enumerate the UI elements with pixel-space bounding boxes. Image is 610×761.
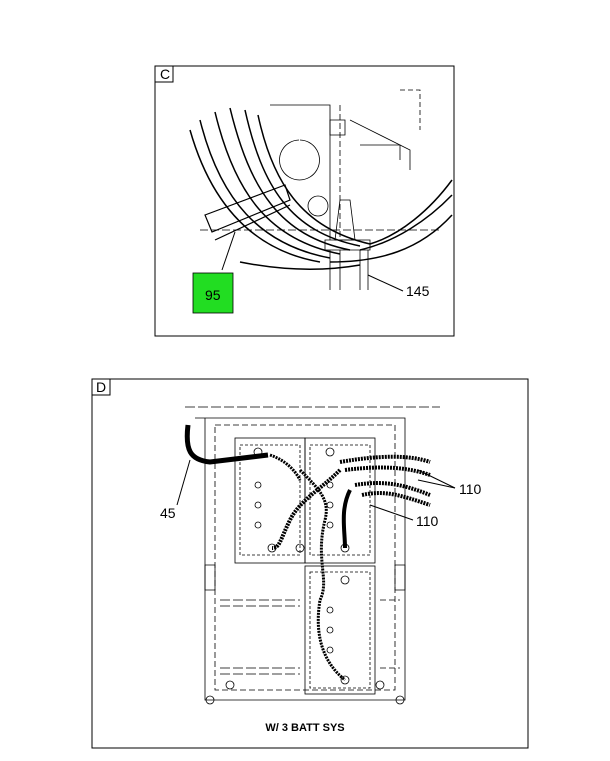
leader-line-145	[367, 274, 404, 292]
callout-110-lower: 110	[416, 513, 439, 529]
leader-line-110-b	[417, 479, 456, 489]
panel-c-letter: C	[160, 66, 170, 82]
panel-d-caption: W/ 3 BATT SYS	[265, 722, 344, 734]
panel-c-frame	[154, 65, 455, 337]
leader-line-110-a	[417, 469, 456, 489]
callout-45: 45	[160, 505, 176, 521]
panel-d-drawing	[184, 406, 440, 705]
callout-145: 145	[406, 283, 430, 299]
leader-line-45	[176, 459, 191, 506]
panel-d-letter: D	[96, 379, 106, 395]
callout-110-upper: 110	[459, 481, 482, 497]
callout-95-highlight	[192, 272, 234, 314]
panel-d-frame	[91, 378, 529, 749]
leader-line-95	[221, 231, 236, 271]
panel-d: D	[91, 378, 529, 749]
panel-d-letter-box	[91, 378, 111, 396]
panel-c-letter-box	[154, 65, 174, 83]
callout-95: 95	[205, 287, 221, 303]
leader-line-110-c	[369, 504, 414, 521]
panel-c-drawing	[189, 89, 453, 290]
panel-c: C	[154, 65, 455, 337]
